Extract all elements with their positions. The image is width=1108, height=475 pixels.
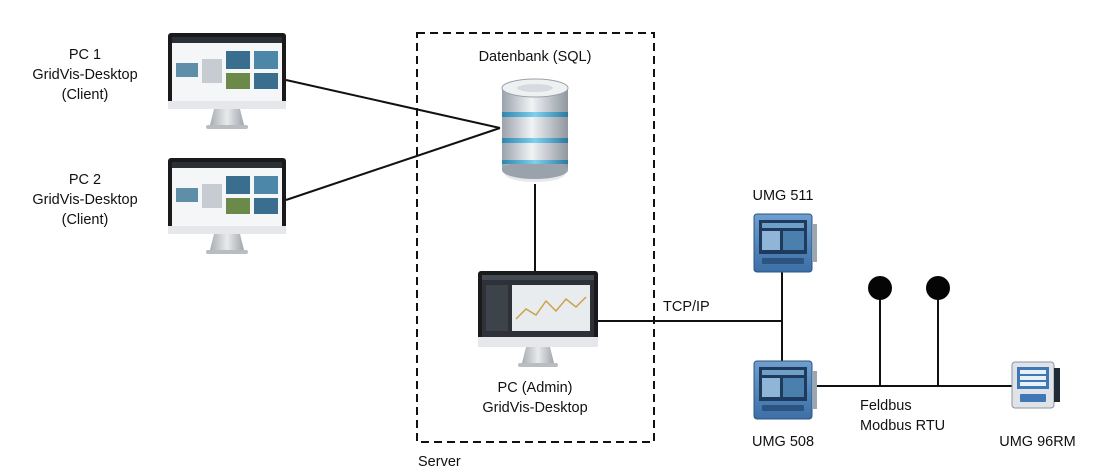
admin-monitor-icon [478,271,598,367]
pc1-label: PC 1 GridVis-Desktop (Client) [5,45,165,105]
admin-pc-label-line2: GridVis-Desktop [482,400,588,416]
fieldbus-label-line2: Modbus RTU [860,418,946,434]
pc1-label-line2: GridVis-Desktop [32,67,138,83]
link-pc2-database [285,127,501,201]
pc2-label: PC 2 GridVis-Desktop (Client) [5,170,165,230]
link-pc1-database [285,79,501,129]
pc1-label-line3: (Client) [61,87,109,103]
umg508-device-icon [753,360,817,420]
pc2-label-line1: PC 2 [68,172,102,188]
connection-lines [285,79,1013,387]
fieldbus-node-1 [868,276,892,300]
fieldbus-label: Feldbus Modbus RTU [860,396,945,436]
pc2-label-line3: (Client) [61,212,109,228]
pc2-monitor-icon [168,158,286,254]
pc2-label-line2: GridVis-Desktop [32,192,138,208]
pc1-label-line1: PC 1 [68,47,102,63]
umg511-device-icon [753,213,817,273]
umg96rm-device-icon [1011,361,1060,409]
server-label: Server [418,454,461,470]
fieldbus-node-2 [926,276,950,300]
umg508-label: UMG 508 [751,434,815,450]
admin-pc-label-line1: PC (Admin) [497,380,573,396]
server-boundary [416,32,655,443]
tcpip-label: TCP/IP [663,299,710,315]
pc1-monitor-icon [168,33,286,129]
database-label: Datenbank (SQL) [478,49,592,65]
umg511-label: UMG 511 [752,188,814,204]
database-icon [501,78,569,182]
fieldbus-label-line1: Feldbus [860,398,912,414]
admin-pc-label: PC (Admin) GridVis-Desktop [445,378,625,418]
umg96rm-label: UMG 96RM [999,434,1076,450]
